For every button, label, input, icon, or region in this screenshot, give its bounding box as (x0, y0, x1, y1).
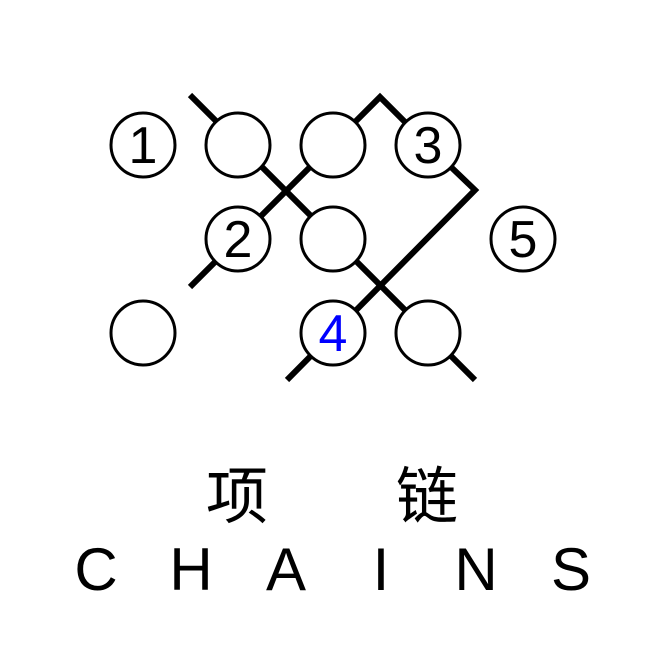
circle-shape (489, 205, 557, 273)
puzzle-circle[interactable]: 5 (489, 205, 557, 273)
puzzle-circle[interactable]: 1 (109, 111, 177, 179)
circle-shape (204, 111, 272, 179)
title-cn-char: 链 (396, 463, 459, 532)
circle-shape (204, 205, 272, 273)
title-en-letter: N (454, 536, 498, 603)
title-en-letter: S (550, 536, 592, 603)
circle-number: 5 (509, 211, 538, 269)
chinese-title: 项 链 (0, 446, 665, 532)
circle-number: 4 (319, 305, 348, 363)
puzzle-circle[interactable]: 4 (299, 299, 367, 367)
puzzle-circle[interactable] (394, 299, 462, 367)
puzzle-circle[interactable] (299, 205, 367, 273)
puzzle-circle[interactable]: 3 (394, 111, 462, 179)
puzzle-circle[interactable] (109, 299, 177, 367)
circle-shape (299, 205, 367, 273)
title-en-letter: I (372, 536, 390, 603)
title-en-letter: H (169, 536, 213, 603)
circle-number: 1 (129, 117, 158, 175)
title-cn-char: 项 (206, 463, 269, 532)
title-en-letter: C (74, 536, 118, 603)
circle-shape (394, 299, 462, 367)
circles: 1 3 2 5 4 (109, 111, 557, 367)
circle-shape (299, 299, 367, 367)
circle-number: 2 (224, 211, 253, 269)
puzzle-circle[interactable] (204, 111, 272, 179)
circle-number: 3 (414, 117, 443, 175)
circle-shape (109, 111, 177, 179)
english-title: C H A I N S (0, 535, 665, 605)
puzzle-circle[interactable] (299, 111, 367, 179)
puzzle-circle[interactable]: 2 (204, 205, 272, 273)
title-en-letter: A (265, 536, 307, 603)
circle-shape (299, 111, 367, 179)
circle-shape (109, 299, 177, 367)
circle-shape (394, 111, 462, 179)
